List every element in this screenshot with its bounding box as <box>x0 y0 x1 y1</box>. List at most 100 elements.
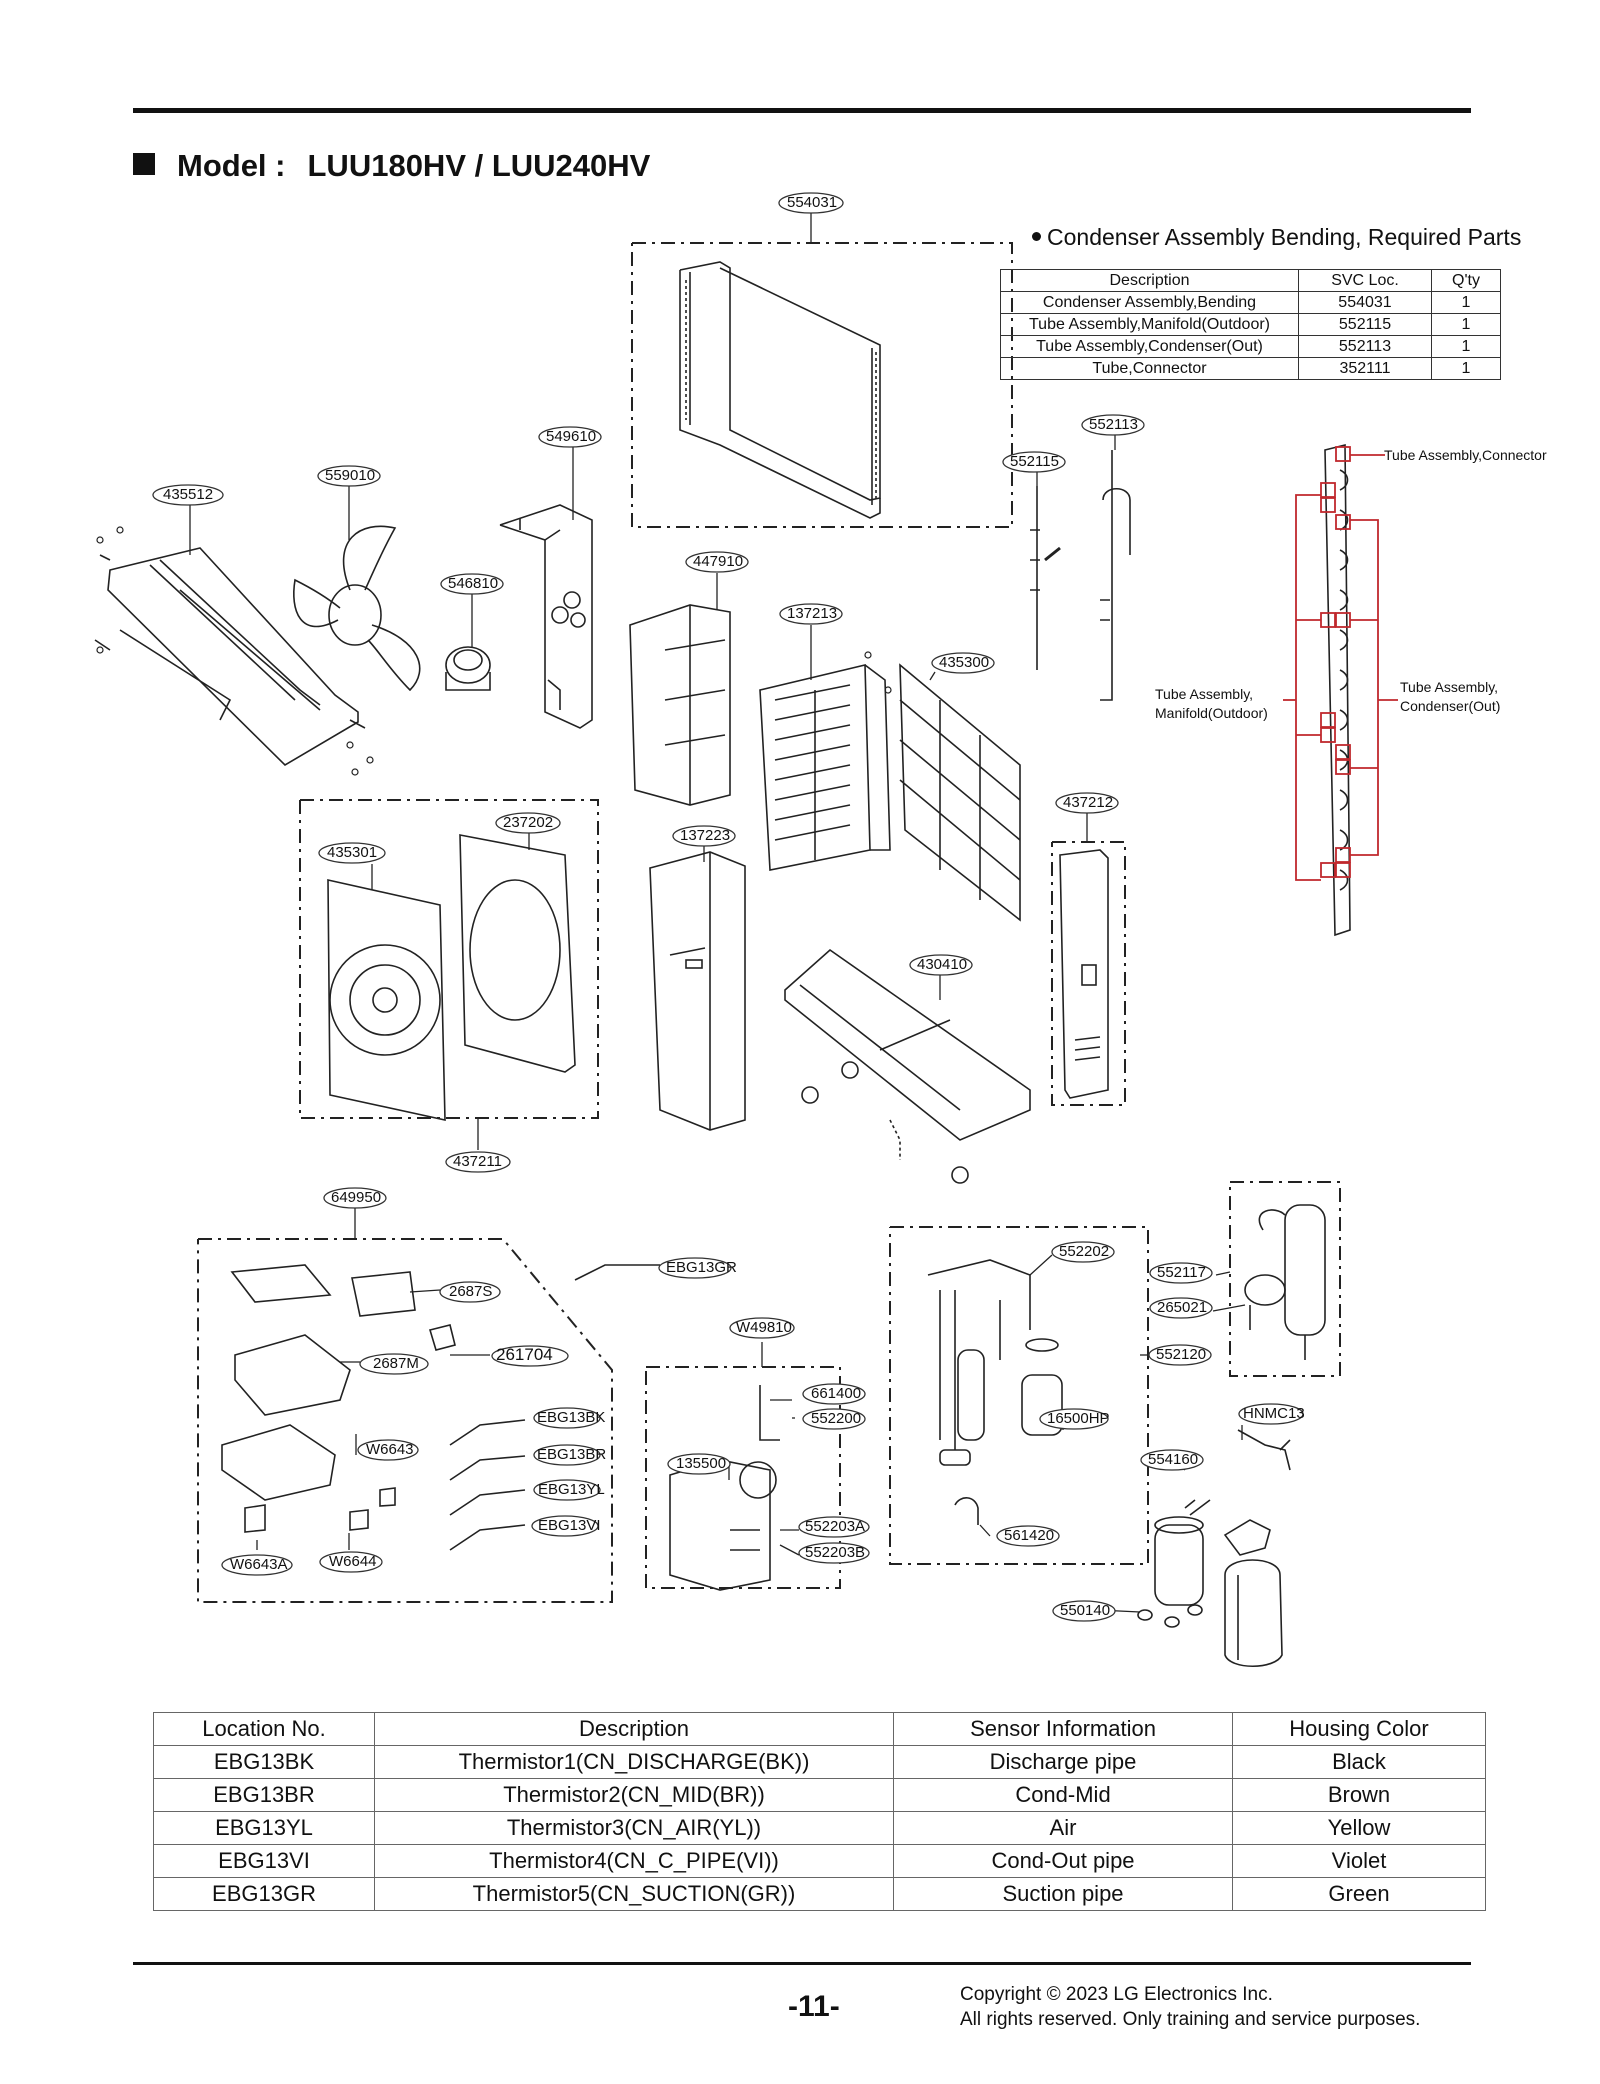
main-compressor-drawing <box>1137 1499 1283 1667</box>
model-value: LUU180HV / LUU240HV <box>307 148 651 183</box>
callout-bubble <box>1051 1241 1115 1263</box>
sensor-cell: Thermistor5(CN_SUCTION(GR)) <box>374 1877 894 1911</box>
callout-leader-lines <box>189 213 1246 1613</box>
compressor-drawing <box>1244 1204 1326 1360</box>
callout-EBG13GR: EBG13GR <box>666 1259 737 1276</box>
req-cell: Condenser Assembly,Bending <box>1000 291 1299 314</box>
callout-bubble <box>931 652 995 674</box>
copyright-notice: Copyright © 2023 LG Electronics Inc. All… <box>960 1982 1420 2032</box>
bullet-dot-icon <box>1032 232 1041 241</box>
tube-highlight-lines <box>1283 446 1398 881</box>
sensor-cell: Thermistor3(CN_AIR(YL)) <box>374 1811 894 1845</box>
thermistor-harness-drawing <box>449 1264 660 1551</box>
callout-447910: 447910 <box>693 553 744 570</box>
rear-grille-drawing <box>759 663 891 871</box>
fan-blade-drawing <box>293 525 421 692</box>
page-number: -11- <box>788 1990 840 2023</box>
callout-552200: 552200 <box>811 1410 862 1427</box>
bottom-rule <box>133 1962 1471 1965</box>
valve-assembly-drawing <box>669 1385 780 1591</box>
callout-bubble <box>1002 451 1066 473</box>
req-cell: 1 <box>1431 335 1501 358</box>
callout-bubble <box>533 1407 601 1429</box>
sensor-cell: Thermistor2(CN_MID(BR)) <box>374 1778 894 1812</box>
req-col-description: Description <box>1000 269 1299 292</box>
callout-16500HP: 16500HP <box>1047 1410 1110 1427</box>
bullet-square-icon <box>133 153 155 175</box>
callout-549610: 549610 <box>546 428 597 445</box>
sensor-cell: Yellow <box>1232 1811 1486 1845</box>
side-panel-right-drawing <box>1059 849 1109 1099</box>
callout-bubble <box>1039 1408 1109 1430</box>
callout-bubble <box>672 825 736 847</box>
callout-W6643: W6643 <box>366 1441 414 1458</box>
sensor-cell: Air <box>893 1811 1233 1845</box>
accumulator-drawing <box>927 1259 1063 1525</box>
req-cell: Tube Assembly,Manifold(Outdoor) <box>1000 313 1299 336</box>
callout-bubble <box>221 1554 293 1576</box>
callout-bubble <box>317 465 381 487</box>
control-box-drawing <box>221 1264 456 1533</box>
callout-137223: 137223 <box>680 827 731 844</box>
sensor-cell: Violet <box>1232 1844 1486 1878</box>
callout-bubble <box>658 1257 732 1279</box>
side-panel-drawing <box>629 604 731 806</box>
motor-mount-drawing <box>499 504 593 729</box>
callout-2687S: 2687S <box>449 1283 493 1300</box>
callout-bubble <box>445 1151 511 1173</box>
callout-bubble <box>1055 792 1119 814</box>
callout-bubble <box>319 1551 383 1573</box>
callout-EBG13BK: EBG13BK <box>537 1409 606 1426</box>
sensor-cell: EBG13BR <box>153 1778 375 1812</box>
callout-bubble <box>440 573 504 595</box>
req-cell: 352111 <box>1298 357 1432 380</box>
copyright-line-1: Copyright © 2023 LG Electronics Inc. <box>960 1984 1273 2005</box>
callout-bubble <box>491 1345 569 1367</box>
callout-135500: 135500 <box>676 1455 727 1472</box>
callout-bubble <box>357 1439 419 1461</box>
callout-bubble <box>798 1542 870 1564</box>
model-title: Model :LUU180HV / LUU240HV <box>133 148 650 184</box>
callout-437211: 437211 <box>453 1153 502 1170</box>
tube-manifold-annotation: Tube Assembly, Manifold(Outdoor) <box>1155 686 1268 721</box>
sensor-cell: EBG13GR <box>153 1877 375 1911</box>
condenser-coil-drawing <box>679 261 881 519</box>
callout-bubble <box>1140 1449 1204 1471</box>
callout-HNMC13: HNMC13 <box>1243 1405 1305 1422</box>
sensor-cell: Suction pipe <box>893 1877 1233 1911</box>
callout-bubble <box>531 1515 599 1537</box>
callout-552203B: 552203B <box>805 1544 866 1561</box>
callout-649950: 649950 <box>331 1189 382 1206</box>
copyright-line-2: All rights reserved. Only training and s… <box>960 2009 1421 2030</box>
req-col-svc-loc: SVC Loc. <box>1298 269 1432 292</box>
sensor-col-location: Location No. <box>153 1712 375 1746</box>
callout-554160: 554160 <box>1148 1451 1199 1468</box>
callout-bubble <box>729 1317 795 1339</box>
callout-W6644: W6644 <box>329 1553 377 1570</box>
sensor-cell: EBG13YL <box>153 1811 375 1845</box>
sensor-cell: EBG13BK <box>153 1745 375 1779</box>
sensor-cell: Discharge pipe <box>893 1745 1233 1779</box>
sensor-cell: Thermistor1(CN_DISCHARGE(BK)) <box>374 1745 894 1779</box>
callout-bubble <box>152 484 224 506</box>
callout-W49810: W49810 <box>736 1319 792 1336</box>
sensor-cell: Brown <box>1232 1778 1486 1812</box>
callout-552202: 552202 <box>1059 1243 1110 1260</box>
callout-bubble <box>495 812 561 834</box>
callout-bubble <box>439 1281 501 1303</box>
heater-cable-drawing <box>1237 1429 1291 1471</box>
callout-bubble <box>533 1479 601 1501</box>
callout-bubble <box>1149 1262 1213 1284</box>
callout-bubble <box>685 551 749 573</box>
sensor-cell: Green <box>1232 1877 1486 1911</box>
callout-bubble <box>667 1453 731 1475</box>
condenser-group-frame <box>197 242 1341 1603</box>
req-cell: 552113 <box>1298 335 1432 358</box>
